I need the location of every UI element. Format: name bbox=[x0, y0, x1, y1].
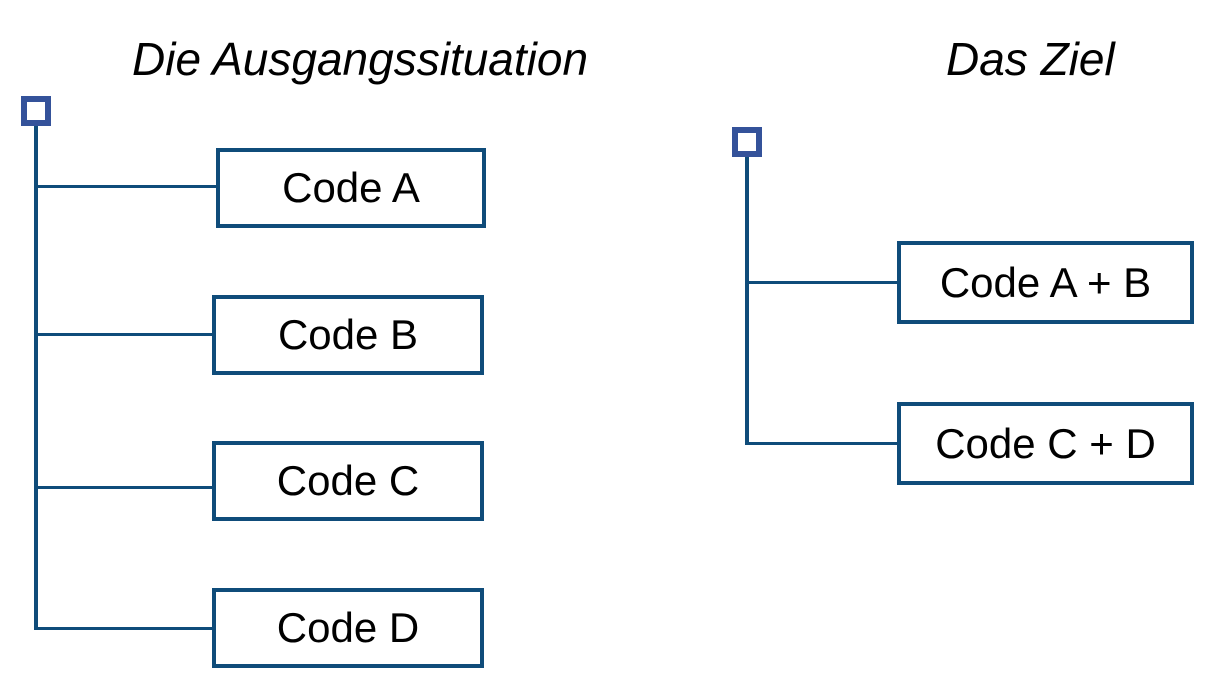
code-label-d: Code D bbox=[276, 604, 420, 651]
code-label-a: Code A bbox=[282, 164, 420, 211]
code-label-a-plus-b: Code A + B bbox=[939, 258, 1152, 306]
code-box-b: Code B bbox=[212, 295, 484, 375]
right-branch-line-cd bbox=[745, 442, 899, 445]
right-title: Das Ziel bbox=[946, 33, 1115, 85]
left-branch-line-b bbox=[34, 333, 216, 336]
code-label-c-plus-d: Code C + D bbox=[935, 419, 1156, 467]
code-box-d: Code D bbox=[212, 588, 484, 668]
code-box-a-plus-b: Code A + B bbox=[897, 241, 1194, 324]
left-branch-line-a bbox=[34, 185, 218, 188]
left-root-node-icon bbox=[21, 96, 51, 126]
left-branch-line-d bbox=[34, 627, 216, 630]
left-branch-line-c bbox=[34, 486, 216, 489]
code-box-c-plus-d: Code C + D bbox=[897, 402, 1194, 485]
right-trunk-line bbox=[745, 157, 749, 445]
code-box-c: Code C bbox=[212, 441, 484, 521]
left-trunk-line bbox=[34, 126, 38, 630]
code-box-a: Code A bbox=[216, 148, 486, 228]
right-branch-line-ab bbox=[745, 281, 899, 284]
code-label-c: Code C bbox=[276, 457, 420, 504]
left-title: Die Ausgangssituation bbox=[132, 33, 589, 85]
code-label-b: Code B bbox=[277, 311, 419, 358]
right-root-node-icon bbox=[732, 127, 762, 157]
